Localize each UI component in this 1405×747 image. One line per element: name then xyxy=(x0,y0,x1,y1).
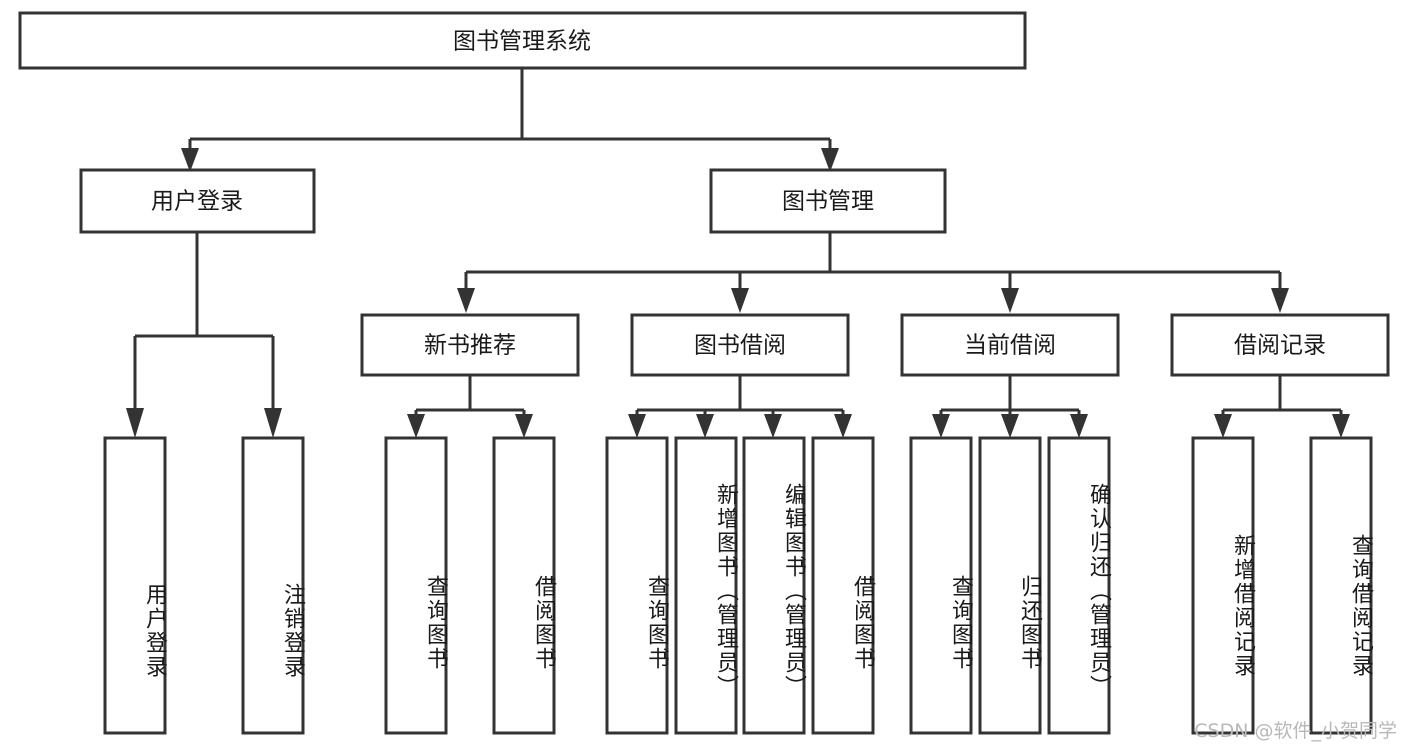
leaf-box-return-book[interactable] xyxy=(978,436,1042,735)
arrow-ul-leaf-2-icon xyxy=(264,408,282,438)
leaf-box-confirm-return[interactable] xyxy=(1047,436,1111,735)
node-current-borrow-label: 当前借阅 xyxy=(964,333,1056,359)
arrow-bm-to-recommend-icon xyxy=(457,288,475,313)
leaf-box-user-logout[interactable] xyxy=(241,436,305,735)
node-current-borrow[interactable]: 当前借阅 xyxy=(900,313,1120,377)
connector-group-current-to-leaves xyxy=(932,375,1088,438)
arrow-br-leaf-1-icon xyxy=(1214,414,1232,438)
node-book-borrow[interactable]: 图书借阅 xyxy=(630,313,850,377)
node-new-book-recommend-label: 新书推荐 xyxy=(424,333,516,359)
node-book-borrow-label: 图书借阅 xyxy=(694,333,786,359)
arrow-bm-to-current-icon xyxy=(1001,288,1019,313)
arrow-cb-leaf-1-icon xyxy=(932,414,950,438)
arrow-bb-leaf-2-icon xyxy=(696,414,714,438)
arrow-cb-leaf-2-icon xyxy=(1001,414,1019,438)
leaf-box-query-record[interactable] xyxy=(1309,436,1373,735)
watermark-text: CSDN @软件_小贺同学 xyxy=(1194,720,1397,742)
leaf-box-query-book-1[interactable] xyxy=(384,436,448,735)
node-new-book-recommend[interactable]: 新书推荐 xyxy=(360,313,580,377)
arrow-rec-leaf-2-icon xyxy=(515,414,533,438)
arrow-rec-leaf-1-icon xyxy=(407,414,425,438)
node-root-label: 图书管理系统 xyxy=(453,29,591,55)
connector-group-book-manage-to-level3 xyxy=(457,232,1289,313)
arrow-bm-to-record-icon xyxy=(1271,288,1289,313)
arrow-cb-leaf-3-icon xyxy=(1070,414,1088,438)
arrow-root-to-book-manage-icon xyxy=(821,148,839,172)
node-borrow-record[interactable]: 借阅记录 xyxy=(1170,313,1390,377)
connector-group-user-login-to-leaves xyxy=(126,232,282,438)
connector-group-root-to-level2 xyxy=(181,68,839,172)
leaf-box-group-current-borrow xyxy=(909,436,1111,735)
leaf-box-add-record[interactable] xyxy=(1191,436,1255,735)
node-book-borrow-box[interactable] xyxy=(630,313,850,377)
leaf-box-group-user-login xyxy=(103,436,305,735)
leaf-box-query-book-2[interactable] xyxy=(605,436,669,735)
node-root-box[interactable] xyxy=(18,11,1027,70)
leaf-box-borrow-book-2[interactable] xyxy=(811,436,875,735)
leaf-box-group-book-borrow xyxy=(605,436,875,735)
node-user-login-label: 用户登录 xyxy=(151,189,243,215)
arrow-br-leaf-2-icon xyxy=(1332,414,1350,438)
leaf-box-add-book[interactable] xyxy=(674,436,738,735)
leaf-box-user-login[interactable] xyxy=(103,436,167,735)
node-new-book-recommend-box[interactable] xyxy=(360,313,580,377)
node-book-manage-label: 图书管理 xyxy=(782,189,874,215)
leaf-box-query-book-3[interactable] xyxy=(909,436,973,735)
leaf-box-group-new-book-recommend xyxy=(384,436,556,735)
node-root[interactable]: 图书管理系统 xyxy=(18,11,1027,70)
leaf-box-edit-book[interactable] xyxy=(742,436,806,735)
node-user-login[interactable]: 用户登录 xyxy=(79,168,316,234)
node-borrow-record-box[interactable] xyxy=(1170,313,1390,377)
node-book-manage-box[interactable] xyxy=(709,168,947,234)
arrow-bb-leaf-4-icon xyxy=(834,414,852,438)
connector-group-recommend-to-leaves xyxy=(407,375,533,438)
node-book-manage[interactable]: 图书管理 xyxy=(709,168,947,234)
connector-group-record-to-leaves xyxy=(1214,375,1350,438)
node-user-login-box[interactable] xyxy=(79,168,316,234)
leaf-box-borrow-book-1[interactable] xyxy=(492,436,556,735)
node-current-borrow-box[interactable] xyxy=(900,313,1120,377)
arrow-bb-leaf-1-icon xyxy=(628,414,646,438)
arrow-ul-leaf-1-icon xyxy=(126,408,144,438)
arrow-root-to-user-login-icon xyxy=(181,148,199,172)
node-borrow-record-label: 借阅记录 xyxy=(1234,333,1326,359)
arrow-bm-to-borrow-icon xyxy=(731,288,749,313)
leaf-box-group-borrow-record xyxy=(1191,436,1373,735)
connector-group-borrow-to-leaves xyxy=(628,375,852,438)
arrow-bb-leaf-3-icon xyxy=(764,414,782,438)
